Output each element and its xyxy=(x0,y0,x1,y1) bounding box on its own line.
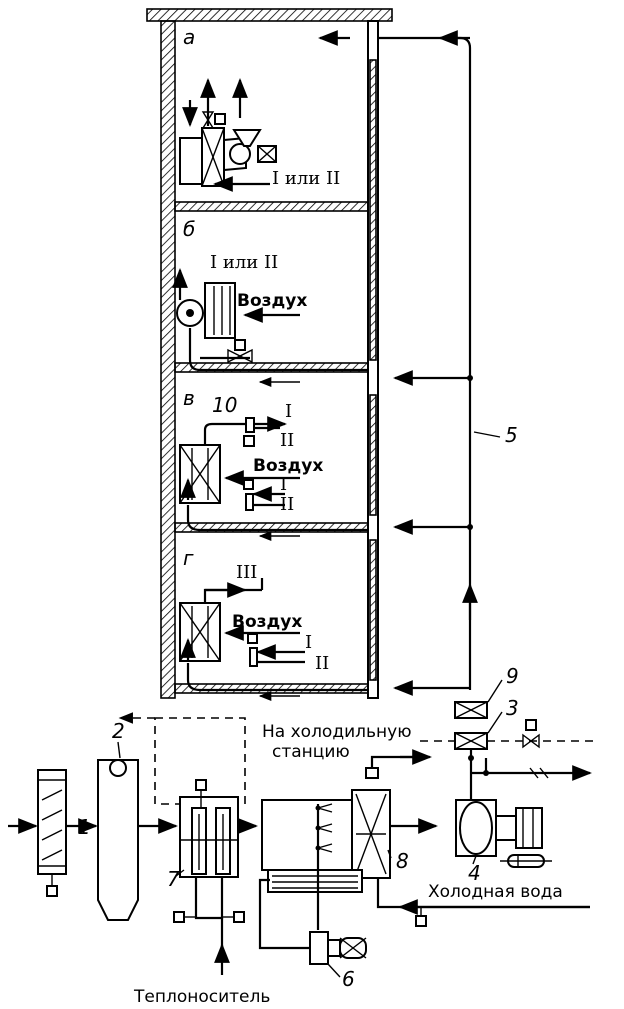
label-air-g: Воздух xyxy=(232,612,302,632)
left-wall xyxy=(160,20,176,699)
room-label-v: в xyxy=(183,386,195,410)
label-6: 6 xyxy=(342,967,355,991)
heater-7-valve-right xyxy=(233,911,245,923)
label-2: 2 xyxy=(112,719,125,743)
right-wall-hatch-upper xyxy=(369,59,377,361)
filter-2 xyxy=(97,759,139,921)
damper-1 xyxy=(37,769,67,875)
label-v-ii-bottom: II xyxy=(280,494,294,515)
label-8: 8 xyxy=(396,849,409,873)
label-v-ii-top: II xyxy=(280,430,294,451)
cold-water-valve-actuator xyxy=(415,915,427,927)
label-3: 3 xyxy=(506,696,519,720)
room-label-b: б xyxy=(183,217,195,241)
pump-6: 6 xyxy=(309,931,367,991)
label-cold-water: Холодная вода xyxy=(428,882,563,902)
label-v-i-top: I xyxy=(285,401,292,422)
room-label-a: а xyxy=(183,25,195,49)
label-10: 10 xyxy=(212,393,237,417)
label-air-b: Воздух xyxy=(237,291,307,311)
valve-v-bottom-actuator xyxy=(243,479,254,490)
label-9: 9 xyxy=(506,664,519,688)
room-v-equipment: 10 I II Воздух I II xyxy=(179,393,368,542)
label-v-i-bottom: I xyxy=(280,474,287,495)
valve-g xyxy=(249,647,258,667)
right-wall-hatch-lower xyxy=(369,539,377,681)
floor-slab-3 xyxy=(174,522,369,533)
valve-3-bypass-actuator xyxy=(525,719,537,731)
floor-slab-1 xyxy=(174,201,369,212)
top-plant-valves: 9 3 На холодильную станцию xyxy=(262,664,595,781)
heater-7-valve-left xyxy=(173,911,185,923)
mixer-10-actuator xyxy=(243,435,255,447)
room-b-equipment: I или II Воздух xyxy=(172,252,368,388)
roof-slab xyxy=(146,8,393,22)
label-heat-carrier: Теплоноситель xyxy=(133,987,270,1007)
label-i-or-ii-b: I или II xyxy=(210,252,278,273)
supply-riser: 5 xyxy=(318,30,518,696)
valve-g-actuator xyxy=(247,633,258,644)
building: а б в г xyxy=(146,8,393,699)
floor-slab-2 xyxy=(174,362,369,373)
label-g-ii: II xyxy=(315,653,329,674)
label-to-cold-station-2: станцию xyxy=(272,742,350,762)
label-7: 7 xyxy=(167,867,180,891)
valve-a-actuator xyxy=(214,113,226,125)
damper-1-actuator xyxy=(46,885,58,897)
intake-section: 1 2 xyxy=(8,719,178,921)
label-4: 4 xyxy=(468,861,481,885)
heater-7: 7 Теплоноситель xyxy=(118,712,270,1007)
room-label-g: г xyxy=(183,546,194,570)
room-g-equipment: III Воздух I II xyxy=(179,562,368,702)
label-to-cold-station-1: На холодильную xyxy=(262,722,412,742)
label-g-iii: III xyxy=(236,562,257,583)
mixer-10 xyxy=(245,417,255,433)
label-5: 5 xyxy=(505,423,518,447)
spray-chamber-8: 8 Холодная вода xyxy=(258,789,590,950)
floor-slab-4 xyxy=(174,683,369,694)
right-wall-hatch-mid xyxy=(369,394,377,516)
label-g-i: I xyxy=(305,632,312,653)
unit-a-hood xyxy=(232,129,262,147)
unit-a-body xyxy=(179,137,203,185)
pump-4: 4 xyxy=(455,775,552,885)
valve-b-actuator xyxy=(234,339,246,351)
label-air-v: Воздух xyxy=(253,456,323,476)
valve-v-bottom xyxy=(245,493,254,511)
heater-7-damper-actuator xyxy=(195,779,207,791)
room-a-equipment: I или II xyxy=(179,78,340,192)
label-i-or-ii-a: I или II xyxy=(272,168,340,189)
